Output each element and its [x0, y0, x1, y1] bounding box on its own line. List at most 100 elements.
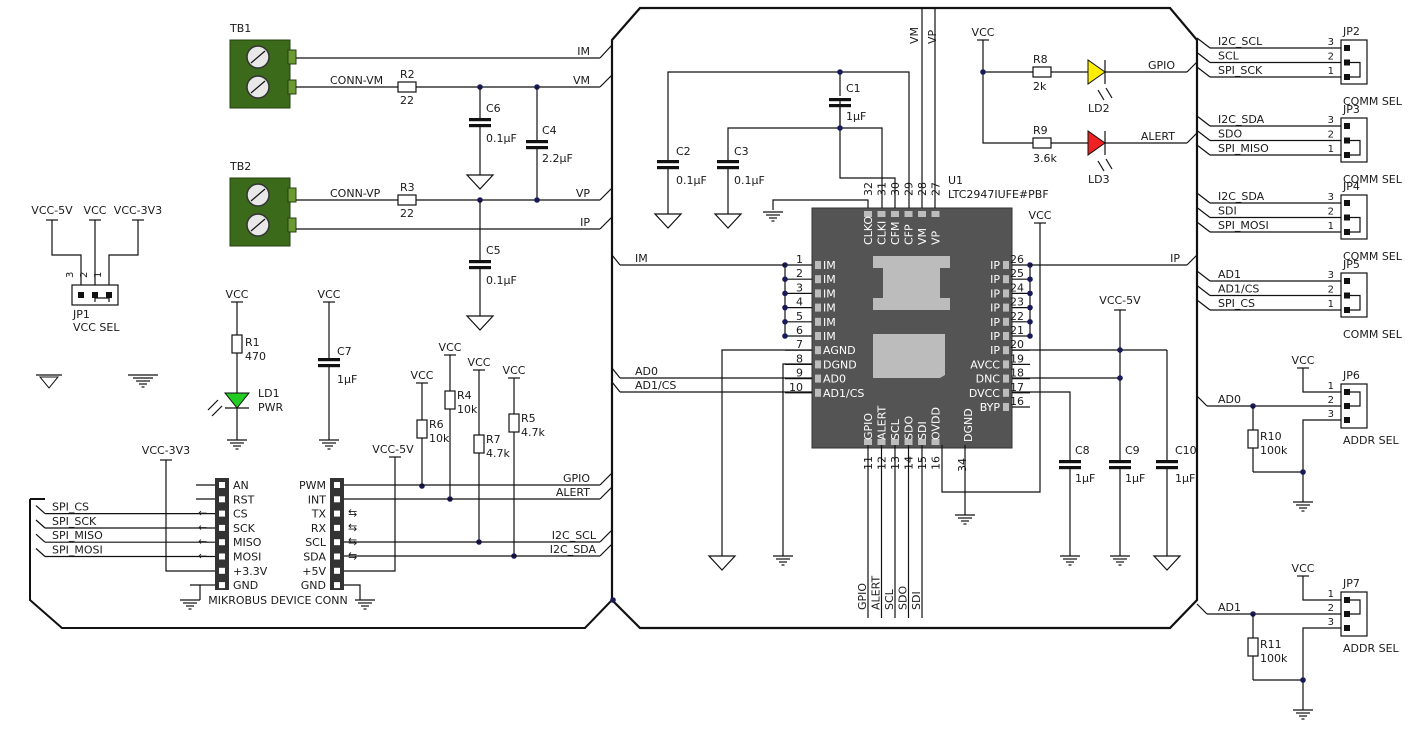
net-label-vm: VM [573, 74, 590, 87]
u1-pin-num: 2 [796, 267, 803, 280]
resistor-r5-ref: R5 [521, 412, 536, 425]
ground-symbols-left [36, 374, 158, 389]
u1-pin-num: 16 [930, 456, 943, 470]
u1-pin-name: VM [916, 228, 929, 245]
junction-dot [1027, 333, 1033, 339]
net-label-im: IM [577, 45, 590, 58]
jp1-label-vcc: VCC [84, 204, 107, 217]
terminal-block-tb2: TB2 [229, 160, 297, 247]
u1-pin-name: IP [990, 330, 1000, 343]
c4-value: 2.2µF [542, 152, 573, 165]
net-label-vp: VP [576, 187, 591, 200]
u1-pin-num: 1 [796, 253, 803, 266]
jumper-jp5-net-2: SPI_CS [1218, 297, 1255, 310]
jumper-jp2-pin-0: 3 [1328, 37, 1334, 48]
capacitor-c8 [1059, 460, 1081, 470]
u1-pin-name: IM [823, 316, 836, 329]
r2-value: 22 [400, 94, 414, 107]
jumper-jp2-net-1: SCL [1218, 50, 1240, 63]
c5-value: 0.1µF [486, 274, 517, 287]
u1-dgnd-num: 34 [956, 458, 969, 472]
junction-dot [419, 483, 425, 489]
jumper-jp3-title: COMM SEL [1343, 173, 1403, 186]
u1-pin-name: AD0 [823, 373, 846, 386]
mikrobus-pin-left-4: MISO [233, 536, 262, 549]
jumper-jp2-pin-1: 2 [1328, 52, 1334, 63]
agnd-triangle-icon [653, 213, 683, 229]
capacitor-c1 [829, 98, 851, 108]
u1-pin-num: 5 [796, 310, 803, 323]
u1-pin-num: 3 [796, 281, 803, 294]
ground-icon [1293, 709, 1313, 720]
ld1-vcc-label: VCC [226, 288, 249, 301]
u1-pin-name: BYP [980, 401, 1001, 414]
resistor-r7-vcc: VCC [468, 356, 491, 369]
resistor-r5 [508, 413, 520, 433]
jumper-jp2-net-2: SPI_SCK [1218, 64, 1263, 77]
jumper-jp4-ref: JP4 [1342, 180, 1360, 193]
u1-net-vm: VM [908, 27, 921, 44]
junction-dot [782, 304, 788, 311]
resistor-r7-ref: R7 [486, 433, 501, 446]
ld1-ref: LD1 [258, 387, 280, 400]
u1-pin-num: 9 [796, 367, 803, 380]
jumper-jp5-pin-1: 2 [1328, 285, 1334, 296]
resistor-r6-value: 10k [429, 432, 450, 445]
resistor-r7 [473, 434, 485, 454]
u1-pin-num: 23 [1010, 296, 1024, 309]
direction-arrow-icon: ⇆ [348, 550, 357, 563]
c8-ref: C8 [1075, 444, 1090, 457]
jumper-jp3-pin-2: 1 [1328, 144, 1334, 155]
u1-pin-num: 6 [796, 324, 803, 337]
ground-icon [1060, 555, 1080, 566]
r8-value: 2k [1033, 80, 1047, 93]
direction-arrow-icon: ← [198, 521, 207, 534]
mikrobus-pin-right-4: SCL [305, 536, 327, 549]
net-label-conn-vm: CONN-VM [330, 74, 383, 87]
jumper-jp4-net-0: I2C_SDA [1218, 190, 1265, 203]
jp1-title: VCC SEL [73, 321, 120, 334]
junction-dot [1027, 276, 1033, 283]
junction-dot [782, 276, 788, 283]
jp1-pin-1: 1 [93, 272, 104, 278]
jp1-label-vcc5: VCC-5V [31, 204, 73, 217]
u1-bottom-net: GPIO [856, 583, 869, 610]
jumper-jp4-title: COMM SEL [1343, 250, 1403, 263]
junction-dot [1300, 469, 1306, 475]
mikrobus-pin-left-0: AN [233, 479, 249, 492]
ground-icon [1110, 555, 1130, 566]
jumper-jp3-net-2: SPI_MISO [1218, 142, 1269, 155]
u1-pin-name: IP [990, 287, 1000, 300]
resistor-r5-value: 4.7k [521, 426, 545, 439]
u1-bottom-net: SDO [897, 586, 910, 610]
mikrobus-pin-right-7: GND [301, 579, 326, 592]
c9-ref: C9 [1125, 444, 1140, 457]
ground-icon [955, 514, 975, 525]
jumper-jp6-rref: R10 [1260, 430, 1282, 443]
agnd-triangle-icon [707, 555, 737, 571]
u1-net-ad1cs: AD1/CS [635, 379, 676, 392]
jumper-jp7-pin: 2 [1328, 603, 1334, 614]
jumper-jp3-ref: JP3 [1342, 103, 1360, 116]
capacitor-c10 [1156, 460, 1178, 470]
junction-dot [1027, 304, 1033, 311]
mikrobus-pin-right-5: SDA [303, 551, 326, 564]
led-net-alert: ALERT [1141, 130, 1175, 143]
jumper-jp7-vcc: VCC [1292, 562, 1315, 575]
u1-pin-name: AD1/CS [823, 387, 864, 400]
capacitor-c7 [318, 358, 340, 368]
resistor-r4-value: 10k [457, 403, 478, 416]
junction-dot [837, 69, 843, 75]
u1-dgnd-label: DGND [962, 408, 975, 442]
junction-dot [534, 197, 540, 203]
c3-value: 0.1µF [734, 174, 765, 187]
u1-pin-name: IM [823, 259, 836, 272]
